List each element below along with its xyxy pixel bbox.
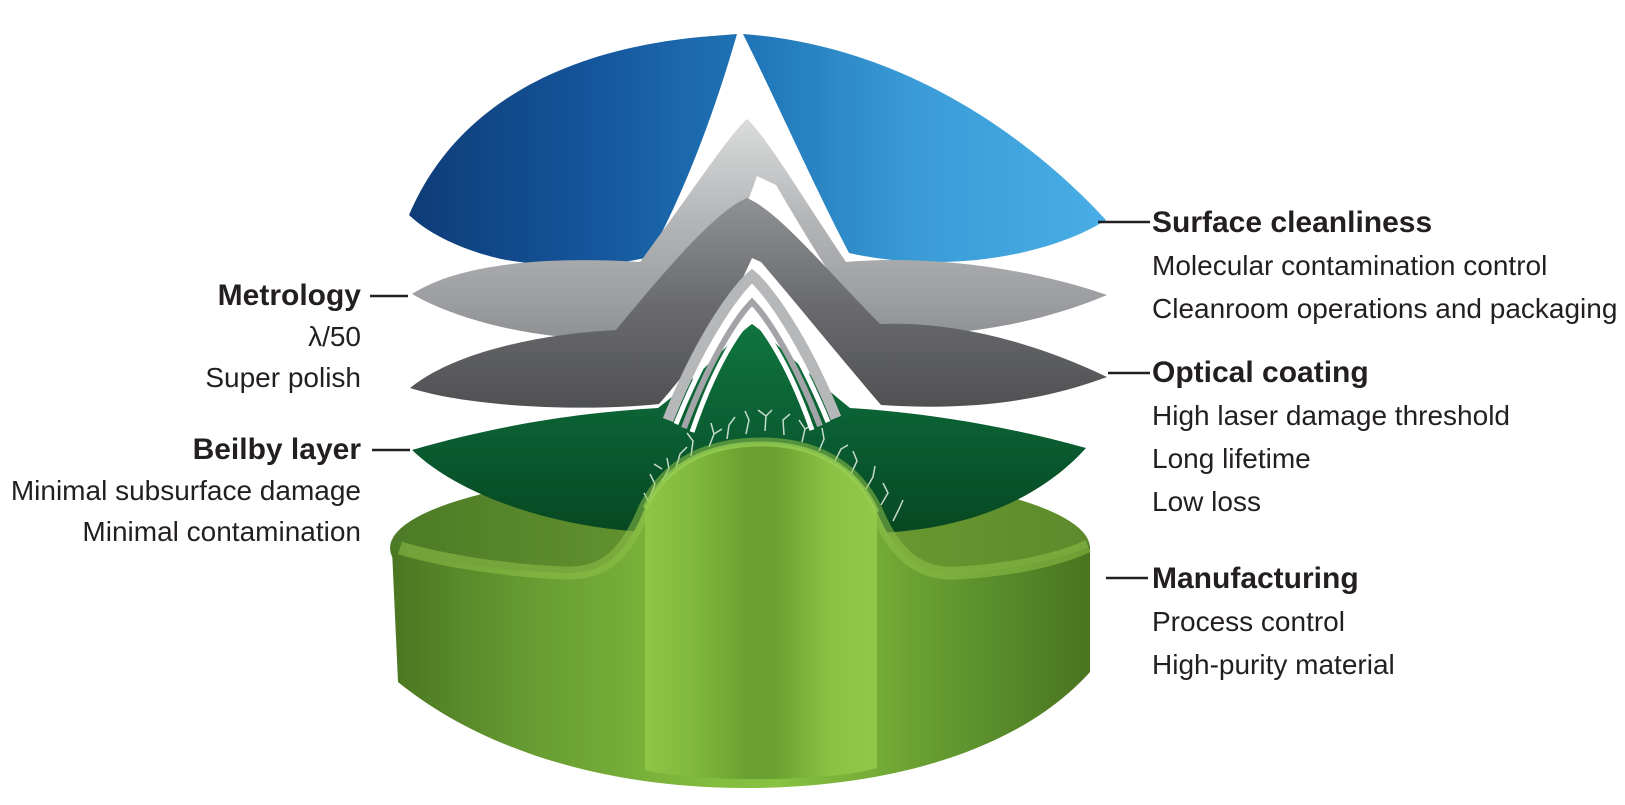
- manufacturing-front-bump: [645, 444, 877, 780]
- beilby-stripes: [662, 268, 842, 433]
- manufacturing-bump-edge-highlight: [642, 441, 880, 514]
- label-optical-coating-line: High laser damage threshold: [1152, 400, 1510, 431]
- label-surface-cleanliness-line: Molecular contamination control: [1152, 250, 1548, 281]
- label-metrology: Metrology λ/50 Super polish: [205, 275, 361, 398]
- label-manufacturing-line: Process control: [1152, 606, 1345, 637]
- connector-lines: [370, 220, 1150, 580]
- label-beilby-layer: Beilby layer Minimal subsurface damage M…: [11, 429, 361, 552]
- label-metrology-line: Super polish: [205, 362, 361, 393]
- label-surface-cleanliness-line: Cleanroom operations and packaging: [1152, 293, 1618, 324]
- layer-optical-coating-shape: [410, 198, 1107, 408]
- label-optical-coating-line: Low loss: [1152, 486, 1261, 517]
- label-metrology-title: Metrology: [217, 279, 361, 312]
- layer-beilby-shape: [412, 324, 1086, 536]
- layer-surface-cleanliness-shape: [409, 34, 1106, 266]
- label-manufacturing: Manufacturing Process control High-purit…: [1152, 557, 1395, 686]
- label-beilby-layer-line: Minimal subsurface damage: [10, 475, 361, 506]
- label-beilby-layer-line: Minimal contamination: [82, 516, 361, 547]
- label-optical-coating-line: Long lifetime: [1152, 443, 1311, 474]
- label-manufacturing-line: High-purity material: [1152, 649, 1395, 680]
- label-optical-coating-title: Optical coating: [1152, 356, 1369, 389]
- label-manufacturing-title: Manufacturing: [1152, 562, 1359, 595]
- label-beilby-layer-title: Beilby layer: [192, 433, 361, 466]
- label-metrology-line: λ/50: [308, 321, 361, 352]
- layer-manufacturing-shape: [392, 437, 1091, 788]
- label-optical-coating: Optical coating High laser damage thresh…: [1152, 351, 1510, 523]
- label-surface-cleanliness: Surface cleanliness Molecular contaminat…: [1152, 201, 1617, 330]
- layer-metrology-shape: [412, 119, 1107, 339]
- label-surface-cleanliness-title: Surface cleanliness: [1152, 206, 1433, 239]
